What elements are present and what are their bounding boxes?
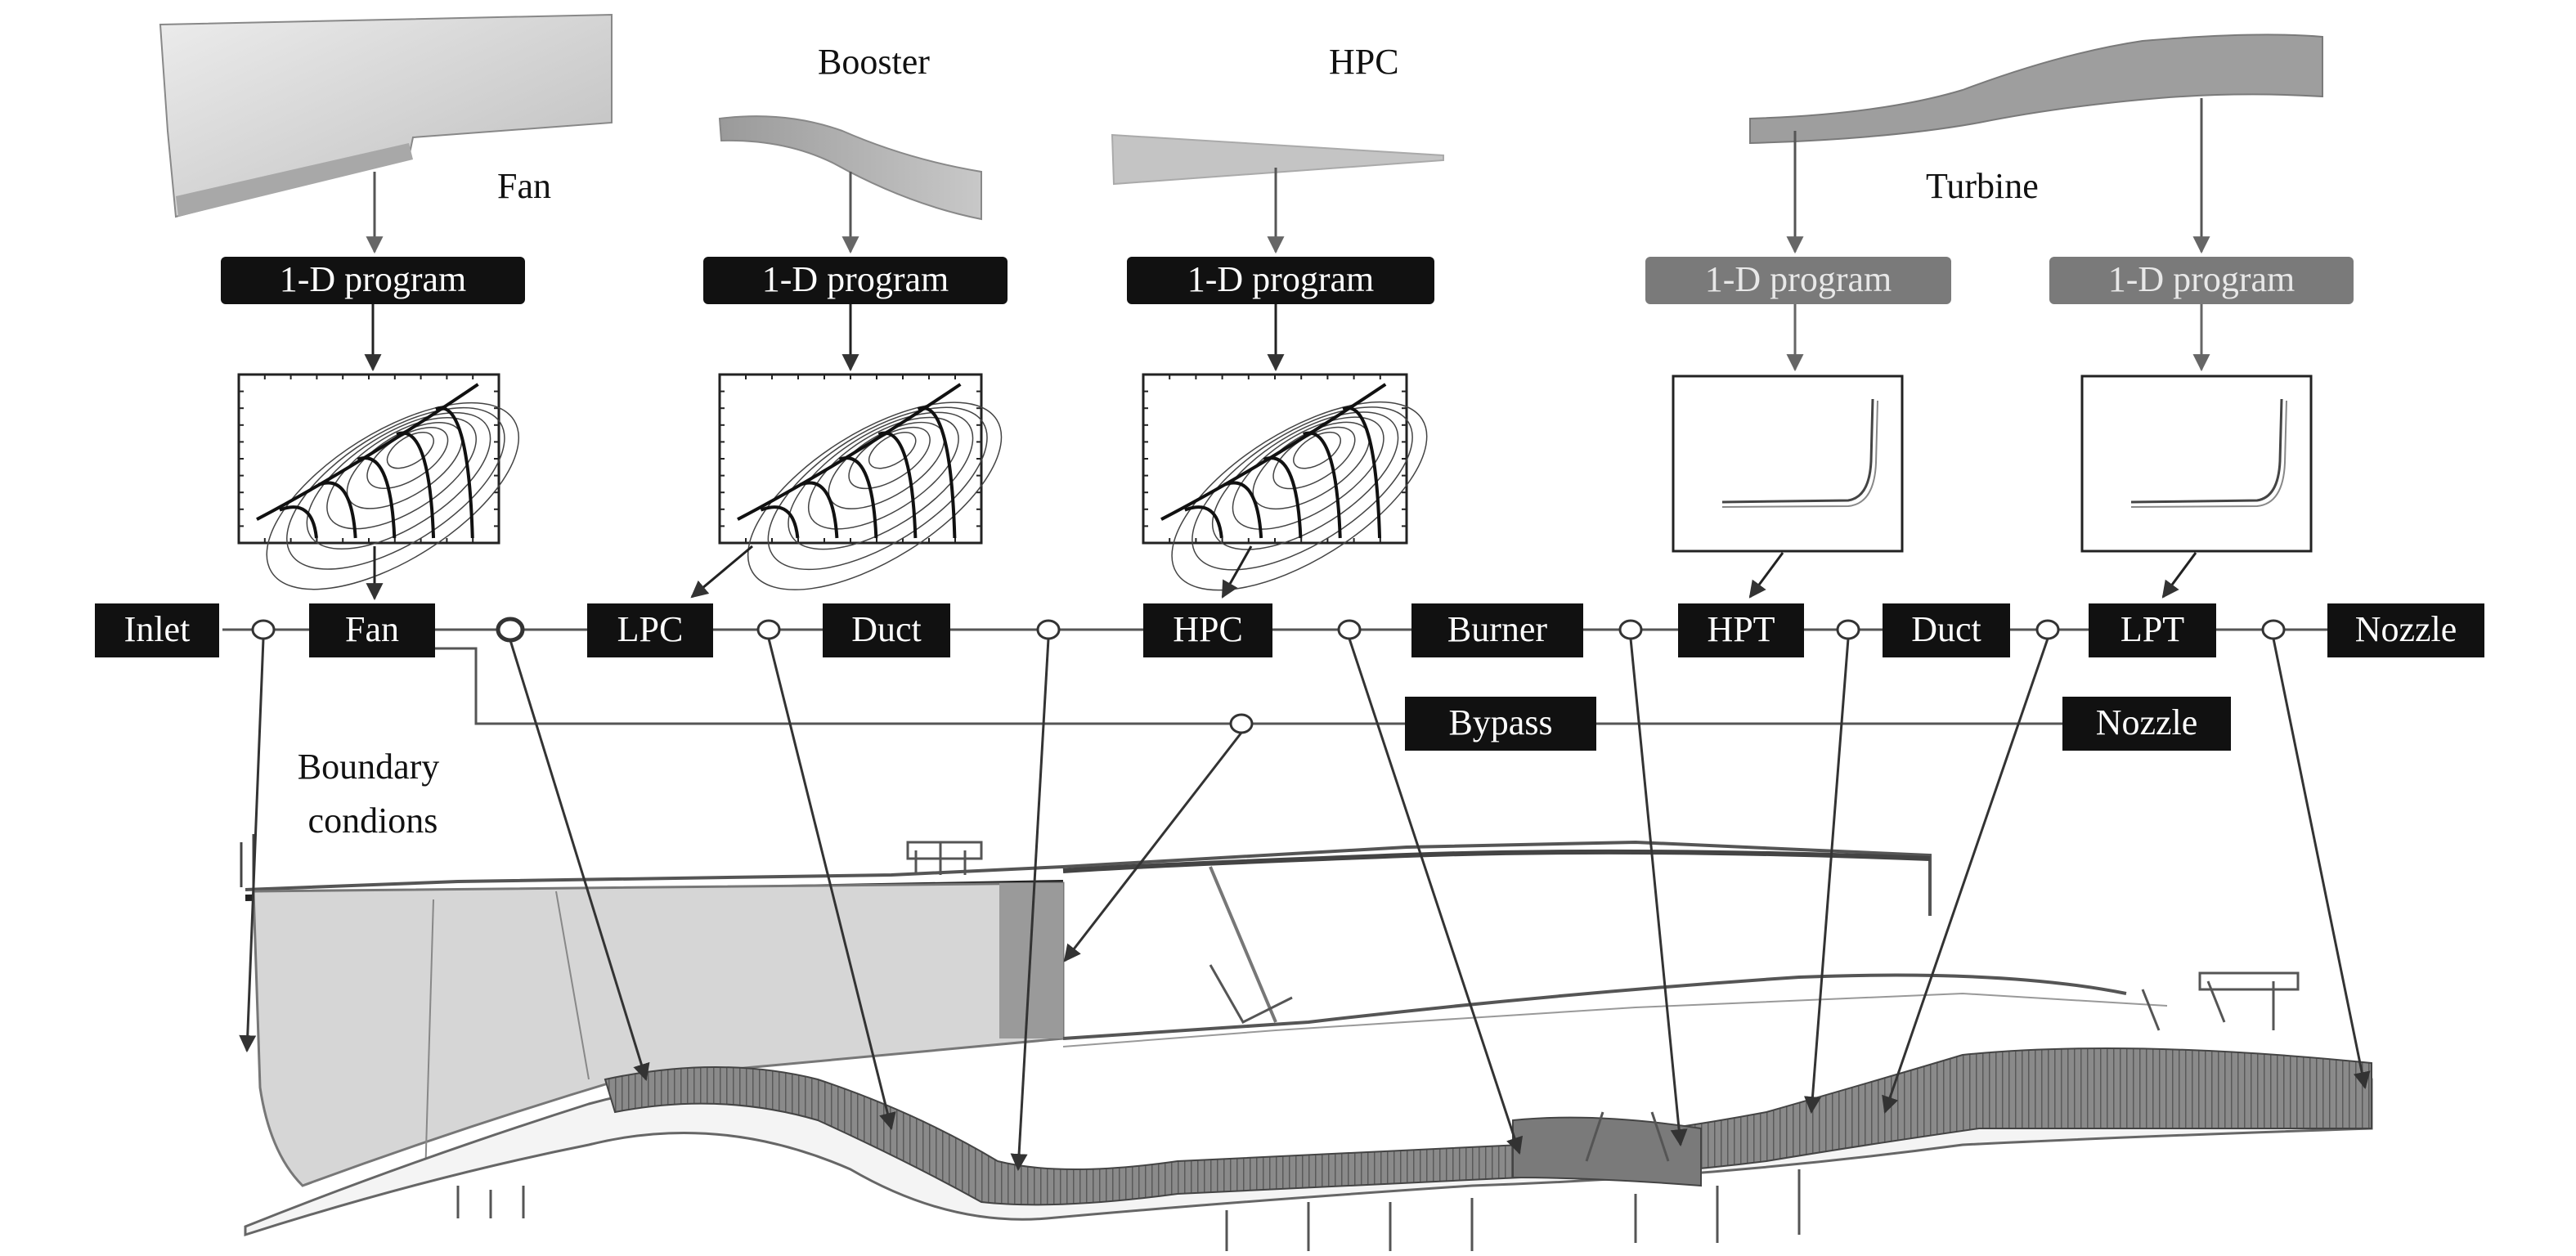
node-burner xyxy=(1411,603,1583,657)
speed-line xyxy=(917,406,957,539)
program-box-booster: 1-D program xyxy=(703,257,1008,304)
node-burner-label: Burner xyxy=(1447,609,1548,649)
image-to-program-arrows xyxy=(366,98,2210,254)
node-duct-1-label: Duct xyxy=(851,609,922,649)
fan-blade-image xyxy=(159,13,613,218)
node-nozzle-bypass-label: Nozzle xyxy=(2096,702,2198,742)
speed-line xyxy=(396,431,436,539)
lpt-turbine-map xyxy=(2080,375,2313,553)
booster-blade-image xyxy=(718,115,982,221)
efficiency-contour xyxy=(286,406,505,570)
node-bypass-label: Bypass xyxy=(1448,702,1552,742)
efficiency-contour xyxy=(747,401,1003,590)
efficiency-contour xyxy=(807,416,959,530)
node-lpc xyxy=(587,603,713,657)
speed-line xyxy=(1303,431,1342,539)
node-lpt-label: LPT xyxy=(2120,609,2184,649)
hpc-label: HPC xyxy=(1329,42,1399,82)
node-bypass xyxy=(1405,697,1596,751)
program-box-hpc: 1-D program xyxy=(1127,257,1434,304)
turbine-flow-curve xyxy=(1721,398,1874,504)
map-to-node-arrows xyxy=(366,545,2197,601)
hpc-compressor-map xyxy=(1142,373,1428,591)
speed-line xyxy=(1342,406,1382,539)
program-box-fan: 1-D program xyxy=(221,257,525,304)
program-box-booster-label: 1-D program xyxy=(762,259,949,299)
turbine-flow-curve xyxy=(2130,400,2287,508)
boundary-conditions-label: Boundary condions xyxy=(298,747,449,841)
speed-line xyxy=(799,481,839,539)
efficiency-contour xyxy=(788,411,974,550)
fan-compressor-map xyxy=(237,373,520,590)
fan-label: Fan xyxy=(497,166,551,206)
program-box-fan-label: 1-D program xyxy=(280,259,467,299)
node-hpt-label: HPT xyxy=(1707,609,1775,649)
efficiency-contour xyxy=(326,417,477,530)
flow-chain-lines xyxy=(222,628,2327,725)
program-box-lpt-label: 1-D program xyxy=(2108,259,2296,299)
turbine-label: Turbine xyxy=(1926,166,2039,206)
node-to-engine-arrows xyxy=(239,638,2371,1172)
turbine-flow-curve xyxy=(2130,398,2283,504)
engine-cross-section xyxy=(240,834,2373,1251)
map-frame xyxy=(1672,375,1904,553)
booster-compressor-map xyxy=(718,373,1003,590)
program-box-lpt: 1-D program xyxy=(2049,257,2354,304)
speed-line xyxy=(877,431,918,539)
node-lpc-label: LPC xyxy=(617,609,684,649)
node-inlet xyxy=(95,603,219,657)
node-hpt xyxy=(1678,603,1804,657)
speed-line xyxy=(1223,481,1263,539)
program-box-hpc-label: 1-D program xyxy=(1187,259,1375,299)
node-lpt xyxy=(2089,603,2216,657)
hpc-blade-image xyxy=(1111,133,1444,186)
efficiency-contour xyxy=(1293,431,1341,469)
efficiency-contour xyxy=(266,401,520,590)
map-frame xyxy=(2080,375,2313,553)
program-box-hpt-label: 1-D program xyxy=(1705,259,1892,299)
booster-label: Booster xyxy=(818,42,930,82)
efficiency-contour xyxy=(1192,406,1413,571)
speed-line xyxy=(1184,505,1223,539)
turbine-blade-image xyxy=(1749,34,2323,145)
program-box-hpt: 1-D program xyxy=(1645,257,1951,304)
node-nozzle-core-label: Nozzle xyxy=(2355,609,2457,649)
node-fan xyxy=(309,603,435,657)
node-duct-2 xyxy=(1883,603,2010,657)
node-hpc-label: HPC xyxy=(1173,609,1243,649)
node-inlet-label: Inlet xyxy=(124,609,191,649)
boundary-label-line-2: condions xyxy=(308,801,438,841)
bypass-flow-chain: Bypass Nozzle xyxy=(1405,697,2231,751)
speed-line xyxy=(838,456,878,539)
core-flow-chain: Inlet Fan LPC Duct HPC Burner HPT Duct L… xyxy=(95,603,2484,657)
speed-line xyxy=(357,456,397,539)
speed-line xyxy=(279,505,318,539)
efficiency-contour xyxy=(767,406,988,571)
efficiency-contour xyxy=(306,411,491,550)
efficiency-contour xyxy=(1171,401,1428,591)
hpt-turbine-map xyxy=(1672,375,1904,553)
boundary-label-line-1: Boundary xyxy=(298,747,440,787)
program-to-map-arrows-gray xyxy=(1786,304,2210,372)
node-duct-1 xyxy=(823,603,950,657)
efficiency-contour xyxy=(1211,411,1399,550)
node-nozzle-bypass xyxy=(2062,697,2231,751)
program-to-map-arrows xyxy=(364,304,1285,372)
speed-line xyxy=(317,481,357,539)
node-duct-2-label: Duct xyxy=(1911,609,1981,649)
efficiency-contour xyxy=(868,431,917,469)
efficiency-contour xyxy=(1232,416,1384,530)
speed-line xyxy=(760,505,800,539)
node-hpc xyxy=(1143,603,1272,657)
node-nozzle-core xyxy=(2327,603,2484,657)
speed-line xyxy=(1263,456,1303,539)
turbine-flow-curve xyxy=(1721,400,1878,508)
efficiency-contour xyxy=(386,432,434,469)
node-fan-label: Fan xyxy=(345,609,399,649)
speed-line xyxy=(435,406,474,539)
